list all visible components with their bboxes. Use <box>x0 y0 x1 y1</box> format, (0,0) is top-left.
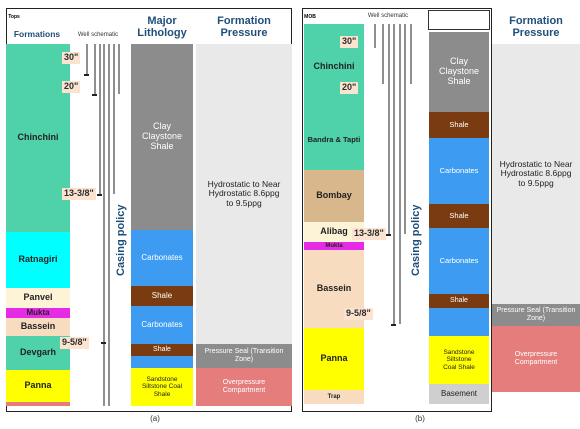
b-casing-1338-right <box>404 24 406 234</box>
lithology-sandstone: Sandstone Siltstone Coal Shale <box>131 368 193 406</box>
formation-b-trap: Trap <box>304 390 364 404</box>
b-shoe-958 <box>391 324 396 326</box>
b-casing-958-left <box>393 24 395 324</box>
b-casing-1338-left <box>388 24 390 234</box>
b-casing-label-30: 30" <box>340 36 359 48</box>
b-casing-label-958: 9-5/8" <box>344 308 373 320</box>
pressure-hydrostatic: Hydrostatic to Near Hydrostatic 8.6ppg t… <box>196 44 292 344</box>
formation-panvel: Panvel <box>6 288 70 308</box>
formation-chinchini: Chinchini <box>6 44 70 232</box>
b-casing-label-20: 20" <box>340 82 359 94</box>
lithology-carbonates-1: Carbonates <box>131 230 193 286</box>
b-casing-30-left <box>374 24 376 48</box>
lithology-shale-1: Shale <box>131 286 193 306</box>
shoe-20 <box>92 94 97 96</box>
formation-b-panna: Panna <box>304 328 364 390</box>
b-casing-label-1338: 13-3/8" <box>352 228 386 240</box>
tops-header: Tops <box>8 14 20 21</box>
formation-bottom-strip <box>6 402 70 406</box>
b-lithology-carbonates-1: Carbonates <box>429 138 489 204</box>
well-schematic-header: Well schematic <box>77 31 119 38</box>
b-lithology-shale-1: Shale <box>429 112 489 138</box>
formation-ratnagiri: Ratnagiri <box>6 232 70 288</box>
casing-30-left <box>86 44 88 74</box>
casing-20-right <box>118 44 120 94</box>
pressure-header: Formation Pressure <box>217 14 271 39</box>
b-casing-958-right <box>399 24 401 324</box>
lithology-column-b: Clay Claystone Shale Shale Carbonates Sh… <box>429 32 489 404</box>
formation-column-b: Chinchini Bandra & Tapti Bombay Alibag M… <box>304 24 364 404</box>
b-pressure-overpressure: Overpressure Compartment <box>492 326 580 392</box>
lithology-carbonates-2: Carbonates <box>131 306 193 344</box>
pressure-header-b: Formation Pressure <box>509 14 563 39</box>
b-lithology-clay: Clay Claystone Shale <box>429 32 489 112</box>
casing-policy-label-b: Casing policy <box>409 204 422 276</box>
casing-958-right <box>108 44 110 406</box>
casing-label-958: 9-5/8" <box>60 337 89 349</box>
casing-1338-left <box>99 44 101 194</box>
b-lithology-sandstone: Sandstone Siltstone Coal Shale <box>429 336 489 384</box>
caption-b: (b) <box>415 413 425 423</box>
shoe-958 <box>101 342 106 344</box>
formation-b-mukta: Mukta <box>304 242 364 250</box>
pressure-seal: Pressure Seal (Transition Zone) <box>196 344 292 368</box>
b-pressure-hydrostatic: Hydrostatic to Near Hydrostatic 8.6ppg t… <box>492 44 580 304</box>
b-pressure-seal: Pressure Seal (Transition Zone) <box>492 304 580 326</box>
casing-20-left <box>94 44 96 94</box>
b-lithology-shale-3: Shale <box>429 294 489 308</box>
casing-label-20: 20" <box>62 81 81 93</box>
formation-b-bombay: Bombay <box>304 170 364 222</box>
casing-1338-right <box>113 44 115 194</box>
well-schematic-header-b: Well schematic <box>367 12 409 19</box>
formation-column: Chinchini Ratnagiri Panvel Mukta Bassein… <box>6 44 70 406</box>
well-schematic <box>70 44 128 406</box>
pressure-column: Hydrostatic to Near Hydrostatic 8.6ppg t… <box>196 44 292 406</box>
b-casing-20-right <box>410 24 412 84</box>
casing-policy-label: Casing policy <box>114 204 127 276</box>
well-schematic-b <box>366 24 426 404</box>
b-lithology-shale-2: Shale <box>429 204 489 228</box>
caption-a: (a) <box>150 413 160 423</box>
lithology-shale-2: Shale <box>131 344 193 356</box>
lithology-header-box-b <box>428 10 490 30</box>
b-lithology-carbonates-2: Carbonates <box>429 228 489 294</box>
shoe-1338 <box>97 194 102 196</box>
formation-bassein: Bassein <box>6 318 70 336</box>
lithology-column: Clay Claystone Shale Carbonates Shale Ca… <box>131 44 193 406</box>
formations-header: Formations <box>13 29 61 40</box>
panel-b-frame <box>302 8 492 412</box>
b-lithology-basement: Basement <box>429 384 489 404</box>
lithology-header: Major Lithology <box>137 14 187 39</box>
pressure-column-b: Hydrostatic to Near Hydrostatic 8.6ppg t… <box>492 44 580 404</box>
formation-mukta: Mukta <box>6 308 70 318</box>
formation-b-alibag: Alibag <box>304 222 364 242</box>
lithology-clay: Clay Claystone Shale <box>131 44 193 230</box>
formation-b-bandra-tapti: Bandra & Tapti <box>304 110 364 170</box>
casing-label-1338: 13-3/8" <box>62 188 96 200</box>
casing-label-30: 30" <box>62 52 81 64</box>
b-casing-20-left <box>382 24 384 84</box>
b-shoe-1338 <box>386 234 391 236</box>
tops-header-b: MOB <box>304 14 316 21</box>
casing-958-left <box>103 44 105 406</box>
formation-devgarh: Devgarh <box>6 336 70 370</box>
b-lithology-carbonates-3 <box>429 308 489 336</box>
lithology-carbonates-3 <box>131 356 193 368</box>
shoe-30 <box>84 74 89 76</box>
pressure-overpressure: Overpressure Compartment <box>196 368 292 406</box>
formation-panna: Panna <box>6 370 70 402</box>
